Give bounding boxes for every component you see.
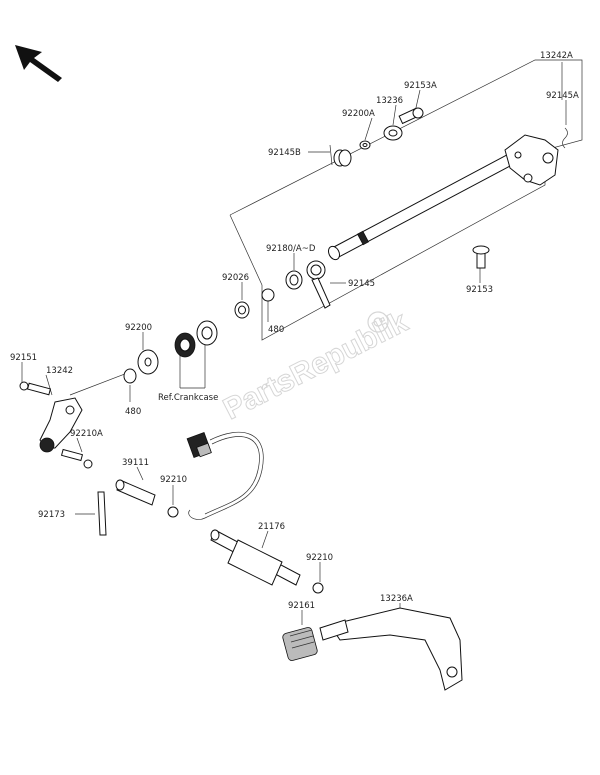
label-13236: 13236: [376, 96, 403, 106]
shift-arm-bracket: [504, 134, 559, 186]
label-92145b: 92145B: [268, 148, 301, 158]
shim-92180: [285, 270, 303, 290]
clip-92173: [97, 491, 107, 536]
pedal-rubber-92161: [282, 627, 318, 661]
label-ref-crankcase: Ref.Crankcase: [158, 393, 218, 403]
leader-lines: [21, 62, 567, 625]
spring-92145b: [329, 144, 352, 167]
shift-rod-21176: [210, 529, 301, 586]
direction-arrow-icon: [15, 45, 62, 82]
label-13236a: 13236A: [380, 594, 413, 604]
seal-92026: [234, 301, 250, 319]
shift-pedal-13236a: [319, 607, 463, 691]
collar-13236: [383, 125, 403, 141]
label-92210a: 92210A: [70, 429, 103, 439]
label-92200: 92200: [125, 323, 152, 333]
label-21176: 21176: [258, 522, 285, 532]
spring-92145: [306, 260, 331, 309]
shift-shaft: [327, 147, 526, 261]
label-92200a: 92200A: [342, 109, 375, 119]
bolt-92153a: [398, 107, 424, 125]
label-92145a: 92145A: [546, 91, 579, 101]
label-92153: 92153: [466, 285, 493, 295]
spring-92145a: [562, 127, 568, 149]
label-92026: 92026: [222, 273, 249, 283]
nut-92210-lower: [312, 582, 324, 594]
circlip-480-upper: [261, 288, 275, 302]
assembly-frame: [229, 59, 583, 341]
watermark: PartsRepublik: [218, 305, 414, 427]
washer-92200: [137, 349, 159, 375]
gear-sensor: [186, 431, 264, 520]
circlip-480-lower: [123, 368, 137, 384]
label-92210-lower: 92210: [306, 553, 333, 563]
label-92153a: 92153A: [404, 81, 437, 91]
nut-92210-upper: [167, 506, 179, 518]
label-39111: 39111: [122, 458, 149, 468]
bearing-pair: [174, 320, 218, 358]
label-480-upper: 480: [268, 325, 284, 335]
label-13242a: 13242A: [540, 51, 573, 61]
part-labels: 13242A 92153A 13236 92200A 92145A 92145B…: [10, 51, 579, 611]
nut-92210a: [60, 448, 93, 469]
label-92173: 92173: [38, 510, 65, 520]
rod-39111: [115, 479, 156, 506]
bolt-92151: [19, 381, 52, 396]
label-13242: 13242: [46, 366, 73, 376]
label-92210-upper: 92210: [160, 475, 187, 485]
watermark-text: PartsRepublik: [218, 305, 413, 426]
label-92145: 92145: [348, 279, 375, 289]
watermark-gear-icon: [367, 311, 389, 333]
lever-13242: [39, 397, 83, 453]
bolt-92153: [472, 245, 490, 269]
label-92180: 92180/A~D: [266, 244, 316, 254]
label-92161: 92161: [288, 601, 315, 611]
label-92151: 92151: [10, 353, 37, 363]
washer-92200a: [359, 140, 371, 150]
frame-edge: [229, 214, 263, 286]
label-480-lower: 480: [125, 407, 141, 417]
